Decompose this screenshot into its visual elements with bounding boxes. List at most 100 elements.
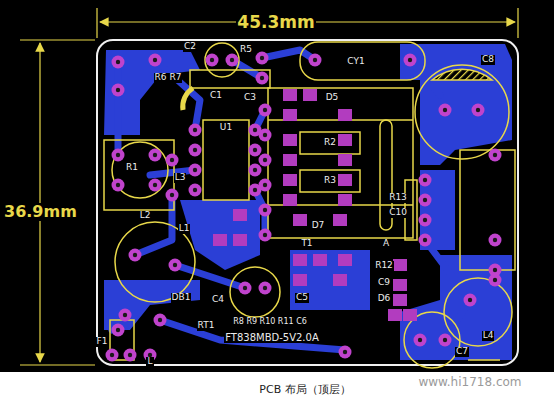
smd-pad (283, 89, 297, 101)
part-label: R1 (125, 163, 139, 173)
part-label: D7 (311, 221, 326, 231)
part-label: RT1 (197, 321, 216, 331)
dimension-line (20, 8, 518, 365)
through-hole-pad (112, 149, 125, 162)
part-label: C9 (377, 278, 391, 288)
through-hole-pad (206, 54, 219, 67)
smd-pad (338, 109, 352, 121)
drill-hole (116, 328, 120, 332)
smd-pad (213, 234, 227, 246)
smd-pad (393, 294, 407, 306)
smd-pad (393, 279, 407, 291)
drill-hole (128, 353, 132, 357)
part-label: R12 (374, 261, 394, 271)
part-label: L3 (174, 173, 187, 183)
drill-hole (313, 58, 317, 62)
drill-hole (253, 128, 257, 132)
through-hole-pad (414, 334, 427, 347)
smd-pad (338, 174, 352, 186)
drill-hole (116, 88, 120, 92)
part-label: CY1 (346, 57, 365, 67)
part-label: C2 (183, 42, 197, 52)
through-hole-pad (259, 179, 272, 192)
part-label: L4 (482, 331, 495, 341)
drill-hole (423, 198, 427, 202)
smd-pad (338, 254, 352, 266)
part-label: R6 R7 (154, 73, 183, 83)
through-hole-pad (419, 194, 432, 207)
background (0, 0, 554, 372)
smd-pad (283, 174, 297, 186)
drill-hole (170, 158, 174, 162)
drill-hole (263, 108, 267, 112)
smd-pad (338, 134, 352, 146)
through-hole-pad (189, 184, 202, 197)
drill-hole (423, 238, 427, 242)
drill-hole (243, 286, 247, 290)
part-label: C7 (455, 347, 469, 357)
through-hole-pad (439, 334, 452, 347)
through-hole-pad (256, 72, 269, 85)
through-hole-pad (129, 249, 142, 262)
through-hole-pad (256, 52, 269, 65)
dimension-label: 36.9mm (3, 203, 78, 221)
through-hole-pad (149, 54, 162, 67)
through-hole-pad (149, 149, 162, 162)
drill-hole (443, 108, 447, 112)
through-hole-pad (189, 144, 202, 157)
terminal-label: L (146, 357, 153, 367)
through-hole-pad (439, 104, 452, 117)
through-hole-pad (189, 124, 202, 137)
drill-hole (468, 298, 472, 302)
smd-pad (283, 154, 297, 166)
smd-pad (313, 254, 327, 266)
drill-hole (210, 58, 214, 62)
part-label: C5 (295, 293, 309, 303)
smd-pad (333, 274, 347, 286)
drill-hole (116, 153, 120, 157)
through-hole-pad (106, 349, 119, 362)
silkscreen-outline (104, 42, 515, 368)
drill-hole (263, 208, 267, 212)
polarity-mark (432, 69, 492, 80)
drill-hole (343, 350, 347, 354)
part-label: C10 (388, 208, 408, 218)
through-hole-pad (259, 129, 272, 142)
polarity-mark (183, 88, 193, 110)
copper-trace (112, 50, 470, 350)
drill-hole (493, 238, 497, 242)
smd-pad (283, 194, 297, 206)
pad-group (106, 52, 502, 362)
part-label: D6 (377, 294, 392, 304)
smd-pad (293, 254, 307, 266)
drill-hole (153, 153, 157, 157)
smd-pad (338, 154, 352, 166)
through-hole-pad (189, 164, 202, 177)
smd-pad (338, 194, 352, 206)
pin-mark: A (382, 239, 390, 249)
through-hole-pad (339, 346, 352, 359)
smd-pad (403, 309, 417, 321)
copper-pour (104, 44, 512, 360)
drill-hole (193, 168, 197, 172)
drill-hole (260, 76, 264, 80)
drill-hole (173, 263, 177, 267)
through-hole-pad (154, 314, 167, 327)
drill-hole (263, 183, 267, 187)
through-hole-pad (489, 234, 502, 247)
through-hole-pad (169, 259, 182, 272)
through-hole-pad (259, 282, 272, 295)
drill-hole (493, 268, 497, 272)
drill-hole (253, 188, 257, 192)
part-label: R2 (323, 138, 337, 148)
drill-hole (493, 278, 497, 282)
drill-hole (116, 183, 120, 187)
through-hole-pad (112, 84, 125, 97)
through-hole-pad (259, 154, 272, 167)
through-hole-pad (259, 204, 272, 217)
through-hole-pad (472, 104, 485, 117)
smd-pad (293, 274, 307, 286)
smd-pad (393, 259, 407, 271)
smd-pad (283, 134, 297, 146)
through-hole-pad (226, 54, 239, 67)
